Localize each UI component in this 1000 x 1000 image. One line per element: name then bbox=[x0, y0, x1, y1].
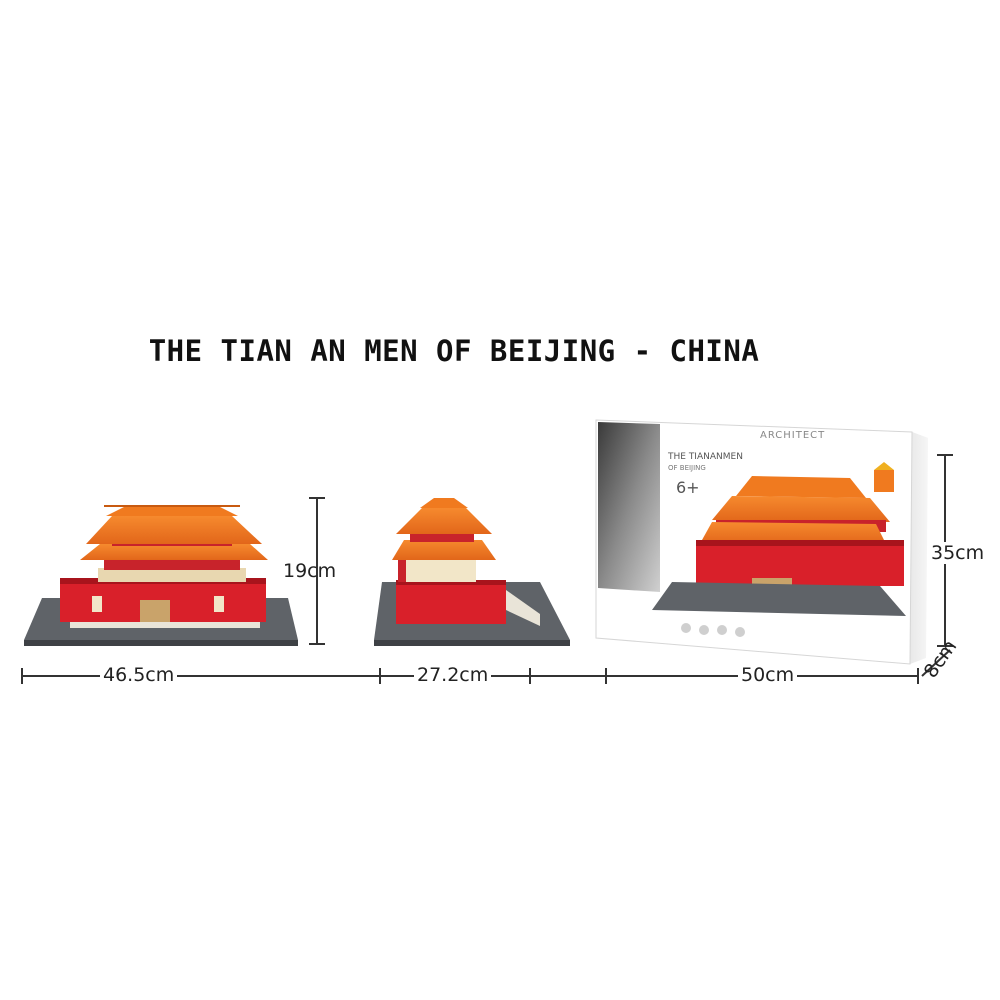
page-title: THE TIAN AN MEN OF BEIJING - CHINA bbox=[148, 334, 760, 368]
dim-width-side: 27.2cm bbox=[414, 664, 492, 686]
box-brand-line: ARCHITECT bbox=[760, 430, 826, 441]
box-product-name: THE TIANANMEN bbox=[668, 452, 743, 462]
dim-height-model: 19cm bbox=[283, 560, 337, 582]
box-product-subname: OF BEIJING bbox=[668, 464, 706, 472]
dim-box-width: 50cm bbox=[738, 664, 798, 686]
model-side-view bbox=[374, 498, 570, 646]
model-front-view bbox=[24, 505, 298, 646]
product-box bbox=[595, 419, 928, 665]
dim-box-height: 35cm bbox=[928, 542, 988, 564]
box-age-rating: 6+ bbox=[676, 478, 700, 497]
dim-width-front: 46.5cm bbox=[100, 664, 178, 686]
